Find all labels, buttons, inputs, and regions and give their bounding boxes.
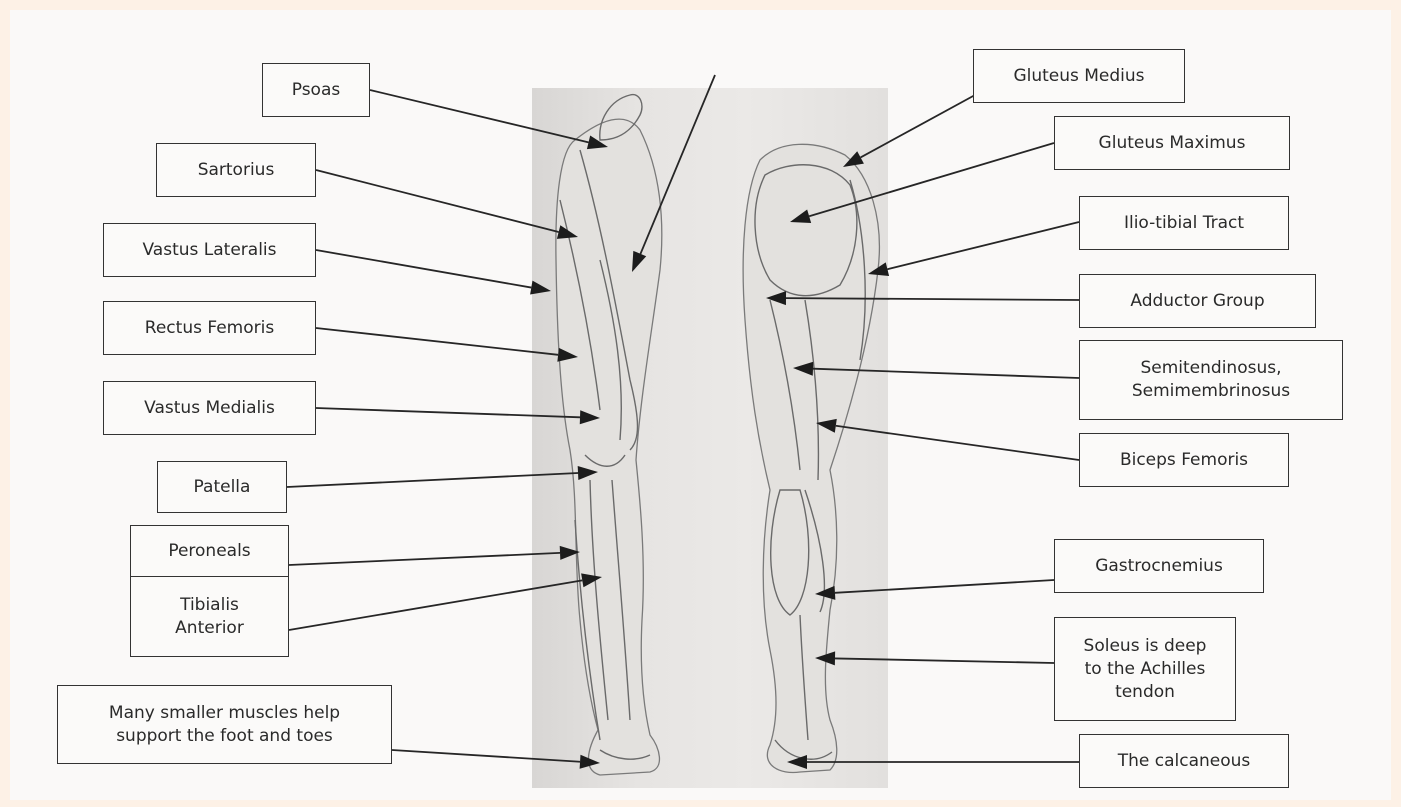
arrow-line-tibialis-anterior xyxy=(289,580,582,630)
arrow-line-rectus-femoris xyxy=(316,328,558,355)
arrow-line-patella xyxy=(287,473,578,487)
arrow-line-vastus-lateralis xyxy=(316,250,531,288)
label-rectus-femoris: Rectus Femoris xyxy=(103,301,316,355)
label-vastus-lateralis: Vastus Lateralis xyxy=(103,223,316,277)
arrow-line-soleus xyxy=(835,658,1054,663)
label-vastus-medialis: Vastus Medialis xyxy=(103,381,316,435)
label-soleus: Soleus is deep to the Achilles tendon xyxy=(1054,617,1236,721)
label-psoas: Psoas xyxy=(262,63,370,117)
label-gluteus-medius: Gluteus Medius xyxy=(973,49,1185,103)
arrow-line-gastrocnemius xyxy=(835,580,1054,593)
label-calcaneous: The calcaneous xyxy=(1079,734,1289,788)
label-semitendinosus: Semitendinosus, Semimembrinosus xyxy=(1079,340,1343,420)
anterior-leg-drawing xyxy=(556,95,662,775)
arrow-line-ilio-tibial-tract xyxy=(887,222,1079,269)
posterior-leg-drawing xyxy=(743,144,879,772)
label-biceps-femoris: Biceps Femoris xyxy=(1079,433,1289,487)
arrow-line-psoas xyxy=(370,90,589,142)
label-adductor-group: Adductor Group xyxy=(1079,274,1316,328)
label-ilio-tibial-tract: Ilio-tibial Tract xyxy=(1079,196,1289,250)
label-arrows xyxy=(287,90,1079,769)
label-tibialis-anterior: Tibialis Anterior xyxy=(130,576,289,657)
arrow-line-gluteus-medius xyxy=(861,95,975,157)
label-peroneals: Peroneals xyxy=(130,525,289,578)
arrow-line-peroneals xyxy=(289,553,560,565)
arrow-line-foot-muscles xyxy=(392,750,580,762)
label-gluteus-maximus: Gluteus Maximus xyxy=(1054,116,1290,170)
label-gastrocnemius: Gastrocnemius xyxy=(1054,539,1264,593)
arrow-line-vastus-medialis xyxy=(316,408,580,417)
arrow-line-biceps-femoris xyxy=(836,426,1079,460)
label-foot-muscles: Many smaller muscles help support the fo… xyxy=(57,685,392,764)
arrow-line-sartorius xyxy=(316,170,559,232)
label-patella: Patella xyxy=(157,461,287,513)
label-sartorius: Sartorius xyxy=(156,143,316,197)
arrowhead-vastus-lateralis xyxy=(530,281,551,295)
